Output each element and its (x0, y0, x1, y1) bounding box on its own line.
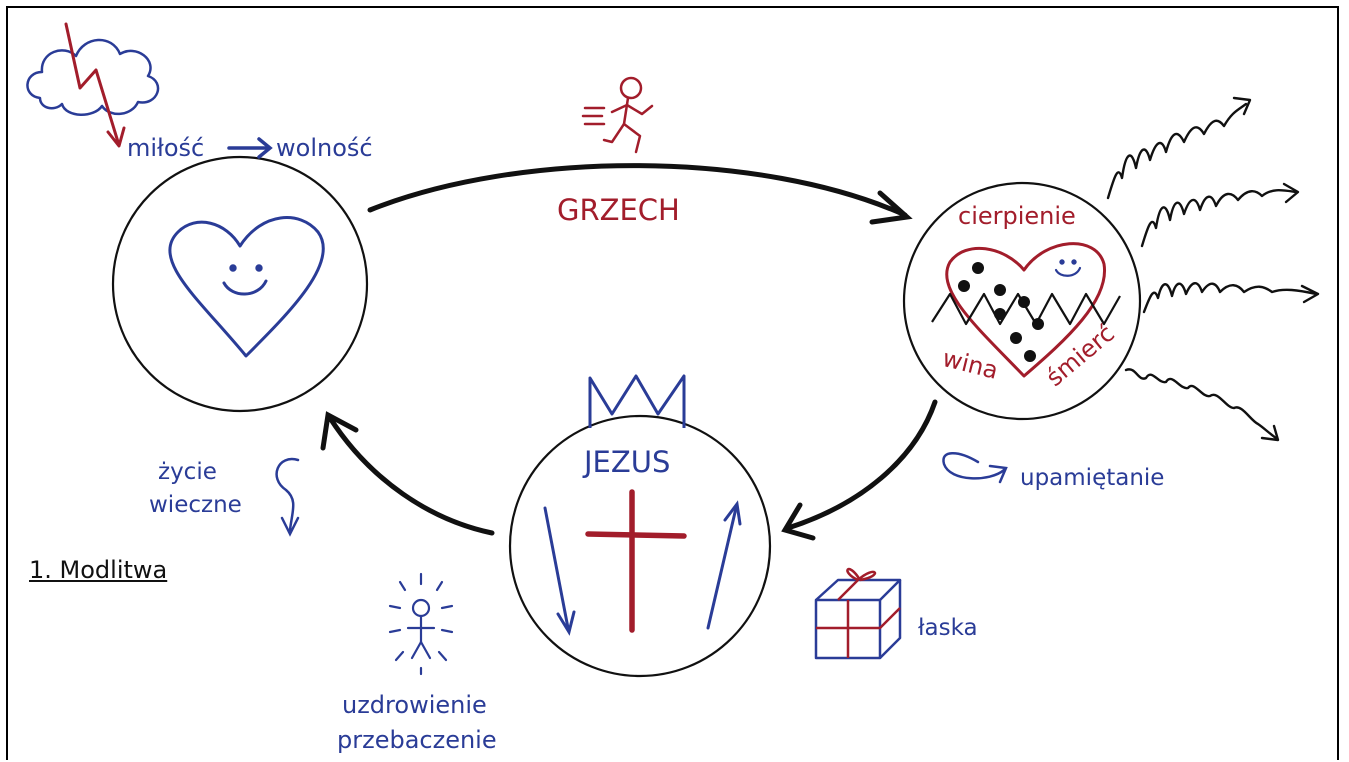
label-upamietanie: upamiętanie (1020, 465, 1165, 491)
heart-smile-icon (168, 216, 325, 358)
sin-circle (902, 181, 1142, 421)
squiggle-arrow-icon (1106, 96, 1320, 442)
arrow-love-to-sin (367, 163, 913, 225)
small-arrow (227, 137, 273, 159)
lightning-icon (64, 22, 126, 148)
small-smile-icon (1054, 259, 1082, 277)
label-wolnosc: wolność (276, 134, 373, 162)
label-przebaczenie: przebaczenie (337, 726, 497, 754)
cloud-icon (26, 38, 160, 116)
label-zycie: życie (158, 459, 217, 485)
cross-icon (585, 489, 687, 633)
running-man-icon (581, 76, 654, 154)
label-wieczne: wieczne (149, 492, 242, 518)
arrow-jesus-to-love (320, 411, 495, 536)
glowing-person-icon (388, 572, 454, 676)
label-cierpienie: cierpienie (958, 202, 1076, 230)
jesus-circle (508, 414, 772, 678)
down-arrow-icon (543, 506, 576, 636)
love-circle (111, 155, 369, 413)
frame-border (6, 6, 1339, 760)
arrow-sin-to-jesus (781, 399, 938, 541)
label-uzdrowienie: uzdrowienie (342, 691, 487, 719)
label-grzech: GRZECH (557, 193, 680, 227)
crown-icon (588, 374, 686, 428)
gift-icon (814, 567, 902, 660)
sin-dots (958, 262, 1044, 362)
label-modlitwa: 1. Modlitwa (29, 556, 168, 584)
sin-zigzag (931, 292, 1121, 326)
label-laska: łaska (918, 615, 978, 641)
label-milosc: miłość (127, 134, 205, 162)
uturn-arrow-icon (942, 452, 1008, 484)
up-arrow-icon (706, 500, 742, 630)
label-jezus: JEZUS (584, 445, 671, 479)
life-arrow-icon (275, 457, 300, 537)
